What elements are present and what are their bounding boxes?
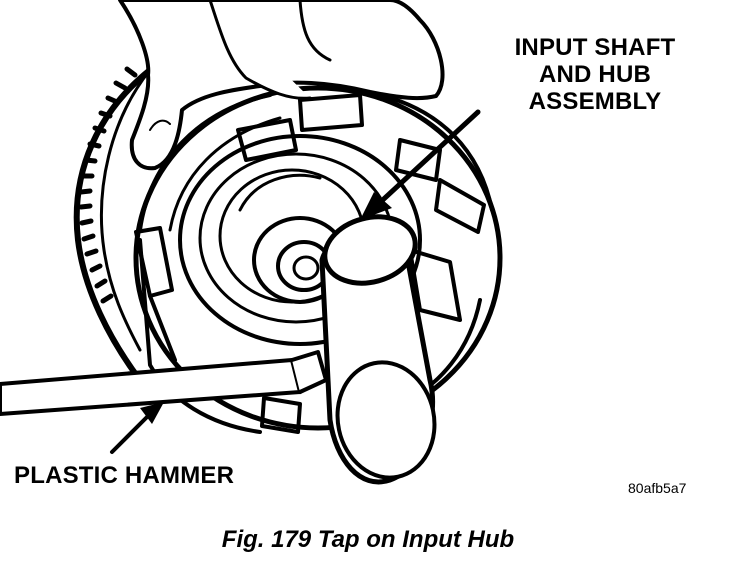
figure-caption: Fig. 179 Tap on Input Hub xyxy=(221,526,515,553)
plastic-hammer-head xyxy=(319,214,437,485)
figure-code: 80afb5a7 xyxy=(628,480,687,496)
gear-teeth xyxy=(73,66,153,383)
hammer-handle xyxy=(0,350,328,416)
label-line-3: ASSEMBLY xyxy=(528,88,662,115)
leader-arrows xyxy=(110,109,481,454)
drum-tabs xyxy=(134,93,486,434)
label-line-1: INPUT SHAFT xyxy=(514,34,676,61)
input-shaft-hub-label: INPUT SHAFT AND HUB ASSEMBLY xyxy=(488,34,702,115)
technician-hand xyxy=(118,0,445,171)
hammer-arrowhead xyxy=(140,402,164,424)
plastic-hammer-label: PLASTIC HAMMER xyxy=(14,462,235,489)
shaft-arrowhead xyxy=(360,192,392,220)
label-line-2: AND HUB xyxy=(538,61,652,88)
